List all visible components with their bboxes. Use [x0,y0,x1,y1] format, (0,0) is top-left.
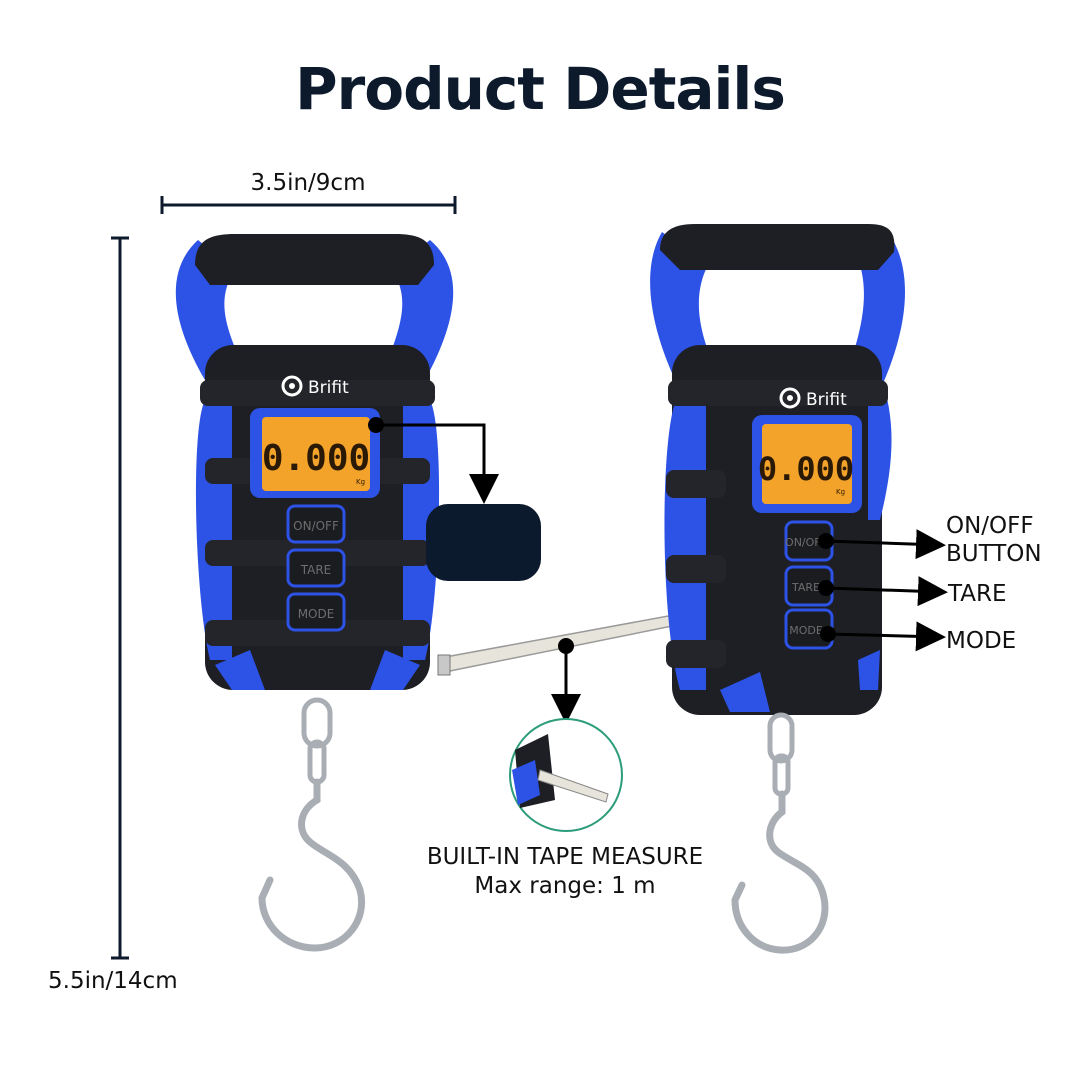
onoff-callout-line1: ON/OFF [946,513,1034,539]
scale-front-view: Brifit 0.000 Kg ON/OFF TARE MODE [175,234,454,952]
onoff-callout-label: ON/OFF BUTTON [946,512,1042,568]
tape-caption-line1: BUILT-IN TAPE MEASURE [426,844,704,870]
lcd-reading-side: 0.000 [758,450,854,488]
page-title: Product Details [295,55,786,123]
tare-callout-arrow [818,576,948,607]
tape-callout-arrow [551,638,581,724]
tare-callout-label: TARE [948,581,1007,607]
lcd-callout-arrow [368,417,499,504]
onoff-callout-line2: BUTTON [946,541,1042,567]
button-label-tare: TARE [300,563,332,577]
mode-callout-label: MODE [946,628,1017,654]
button-label-mode-side: MODE [789,624,823,637]
lcd-unit-side: Kg [836,488,845,496]
brand-logo-text: Brifit [308,378,349,398]
scale-side-view: Brifit 0.000 Kg ON/OFF TARE MODE [650,224,906,954]
button-label-mode: MODE [298,607,335,621]
brand-logo-text-side: Brifit [806,390,847,410]
onoff-callout-arrow [818,529,946,560]
lcd-reading: 0.000 [262,438,370,479]
tape-caption-line2: Max range: 1 m [474,873,656,899]
width-dimension-label: 3.5in/9cm [250,170,366,196]
callout-label-box [426,504,541,581]
width-dimension-line [160,196,457,214]
height-dimension-line [111,236,129,960]
tape-detail-circle [509,718,623,832]
lcd-unit: Kg [356,478,365,486]
button-label-tare-side: TARE [791,581,820,594]
button-label-onoff-side: ON/OFF [785,536,827,549]
mode-callout-arrow [820,621,946,652]
button-label-onoff: ON/OFF [293,519,339,533]
tape-measure-caption: BUILT-IN TAPE MEASURE Max range: 1 m [400,843,730,901]
height-dimension-label: 5.5in/14cm [48,968,178,994]
